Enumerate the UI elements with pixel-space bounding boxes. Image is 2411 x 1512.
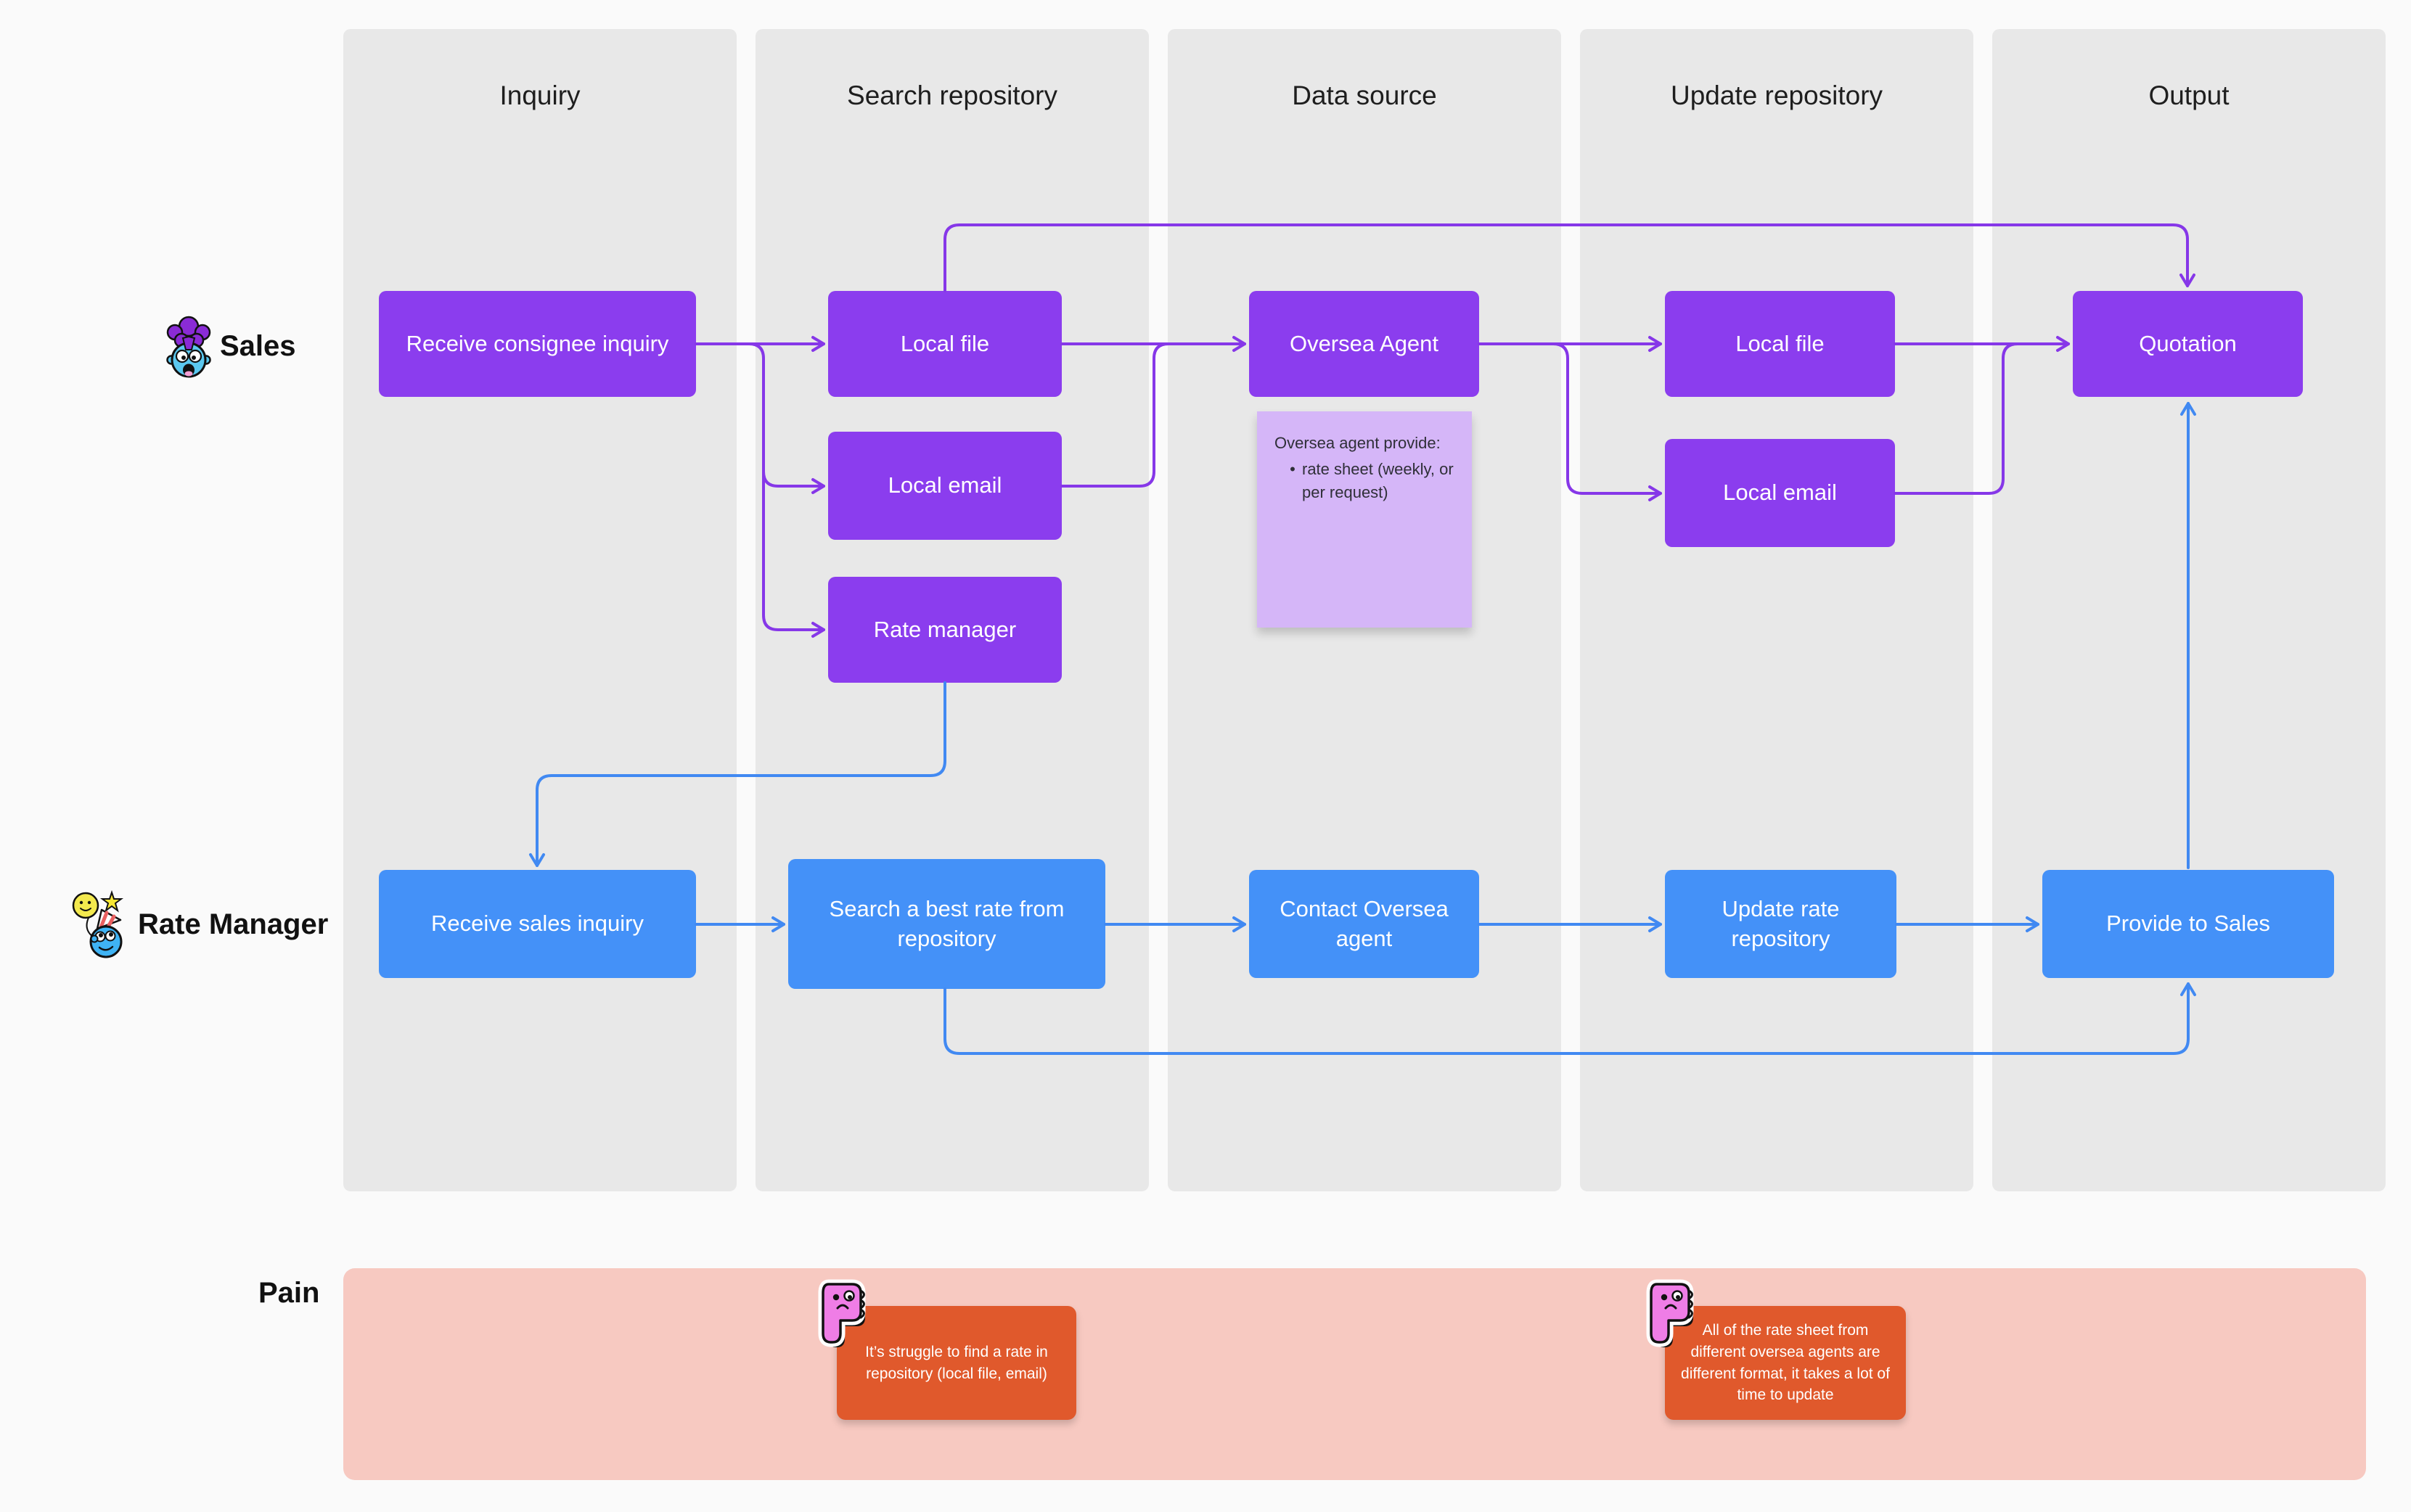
connector-rate-manager-to-receive-sales-inquiry[interactable] bbox=[529, 681, 946, 867]
column-header-search-repository: Search repository bbox=[847, 81, 1057, 110]
sales-emoji-icon bbox=[166, 316, 211, 378]
node-search-local-file[interactable]: Local file bbox=[828, 291, 1062, 397]
pain-note-rate-sheet-format[interactable]: All of the rate sheet from different ove… bbox=[1665, 1306, 1906, 1420]
node-update-local-file[interactable]: Local file bbox=[1665, 291, 1895, 397]
connector-local-file-top-to-quotation[interactable] bbox=[943, 223, 2195, 292]
connector-local-email-merge-to-oversea-agent[interactable] bbox=[1060, 342, 1170, 488]
sticky-note-bullet-text: rate sheet (weekly, or per request) bbox=[1302, 459, 1454, 501]
node-receive-consignee-inquiry[interactable]: Receive consignee inquiry bbox=[379, 291, 696, 397]
pain-note-search-struggle[interactable]: It’s struggle to find a rate in reposito… bbox=[837, 1306, 1076, 1420]
node-search-local-email[interactable]: Local email bbox=[828, 432, 1062, 540]
rate-manager-emoji-icon bbox=[72, 889, 123, 958]
lane-label-pain: Pain bbox=[258, 1277, 320, 1309]
connector-consignee-branch-to-local-email[interactable] bbox=[762, 470, 825, 494]
sticky-note-bullet-item: • rate sheet (weekly, or per request) bbox=[1274, 458, 1454, 504]
node-update-local-email[interactable]: Local email bbox=[1665, 439, 1895, 547]
connector-consignee-branch-to-rate-manager[interactable] bbox=[748, 342, 825, 638]
connector-oversea-agent-branch-to-update-local-email[interactable] bbox=[1552, 342, 1662, 501]
column-header-update-repository: Update repository bbox=[1670, 81, 1883, 110]
column-header-output: Output bbox=[2148, 81, 2230, 110]
lane-label-sales: Sales bbox=[220, 330, 296, 362]
pain-section-panel bbox=[343, 1268, 2366, 1480]
node-receive-sales-inquiry[interactable]: Receive sales inquiry bbox=[379, 870, 696, 978]
node-provide-to-sales[interactable]: Provide to Sales bbox=[2042, 870, 2334, 978]
node-search-best-rate[interactable]: Search a best rate from repository bbox=[788, 859, 1105, 989]
connector-search-best-rate-loop-to-provide-to-sales[interactable] bbox=[943, 982, 2196, 1055]
lane-label-rate-manager: Rate Manager bbox=[138, 908, 329, 940]
column-inquiry bbox=[343, 29, 737, 1191]
node-search-rate-manager[interactable]: Rate manager bbox=[828, 577, 1062, 683]
sticky-note-title: Oversea agent provide: bbox=[1274, 434, 1441, 452]
column-update-repository bbox=[1580, 29, 1973, 1191]
column-header-inquiry: Inquiry bbox=[499, 81, 581, 110]
column-header-data-source: Data source bbox=[1292, 81, 1437, 110]
node-quotation[interactable]: Quotation bbox=[2073, 291, 2303, 397]
connector-update-local-email-merge-to-quotation[interactable] bbox=[1894, 342, 2019, 495]
node-contact-oversea-agent[interactable]: Contact Oversea agent bbox=[1249, 870, 1479, 978]
bullet-dot: • bbox=[1290, 459, 1295, 478]
node-oversea-agent[interactable]: Oversea Agent bbox=[1249, 291, 1479, 397]
node-update-rate-repository[interactable]: Update rate repository bbox=[1665, 870, 1896, 978]
sticky-note-oversea-agent-provide[interactable]: Oversea agent provide: • rate sheet (wee… bbox=[1257, 411, 1472, 628]
